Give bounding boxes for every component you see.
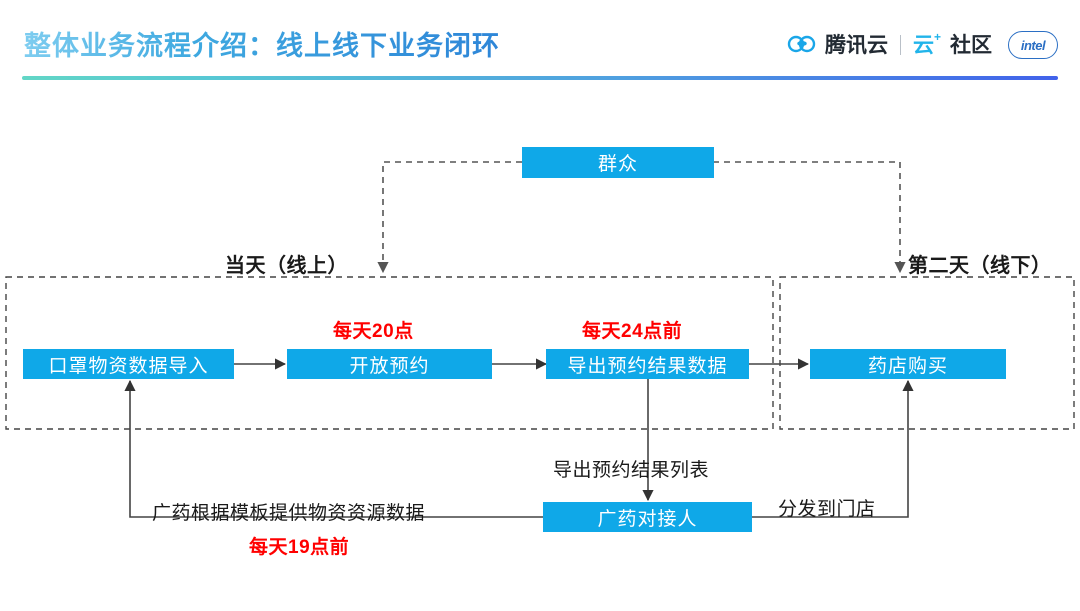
node-pharmacy-purchase[interactable]: 药店购买 — [810, 349, 1006, 379]
tencent-cloud-icon — [787, 35, 816, 53]
group-label-day-one: 当天（线上） — [225, 255, 348, 277]
edge-label-gphl-supply-template: 广药根据模板提供物资资源数据 — [152, 503, 426, 524]
edge-public-to-day-one — [377, 161, 522, 274]
brand-sub-plus: + — [933, 29, 941, 44]
node-public[interactable]: 群众 — [522, 147, 714, 178]
group-box-day-two — [779, 276, 1075, 430]
edge-label-daily-2000: 每天20点 — [333, 321, 414, 342]
title-underline-rule — [22, 76, 1058, 80]
node-gphl-contact[interactable]: 广药对接人 — [543, 502, 752, 532]
group-box-day-one — [5, 276, 774, 430]
edge-gphl-contact-to-pharmacy — [752, 379, 914, 518]
edge-gphl-contact-to-import — [124, 379, 543, 518]
node-export-reservation-data[interactable]: 导出预约结果数据 — [546, 349, 749, 379]
brand-name-tencent-cloud: 腾讯云 — [825, 33, 888, 57]
brand-divider — [900, 35, 901, 55]
intel-logo: intel — [1008, 31, 1058, 59]
edge-label-distribute-to-stores: 分发到门店 — [778, 499, 876, 520]
edge-label-daily-before-2400: 每天24点前 — [582, 321, 683, 342]
edge-label-daily-before-1900: 每天19点前 — [249, 537, 350, 558]
edge-public-to-day-two — [713, 161, 906, 274]
edge-label-export-reservation-list: 导出预约结果列表 — [553, 460, 710, 481]
brand-sub-cloud-glyph: 云 + — [913, 31, 941, 57]
brand-sub-name-community: 社区 — [950, 33, 992, 57]
brand-sub-cloud-text: 云 — [913, 33, 934, 57]
brand-lockup: 腾讯云 云 + 社区 intel — [787, 28, 1058, 62]
page-title: 整体业务流程介绍：线上线下业务闭环 — [24, 24, 500, 63]
node-open-reservation[interactable]: 开放预约 — [287, 349, 492, 379]
group-label-day-two: 第二天（线下） — [908, 255, 1052, 277]
node-mask-data-import[interactable]: 口罩物资数据导入 — [23, 349, 234, 379]
